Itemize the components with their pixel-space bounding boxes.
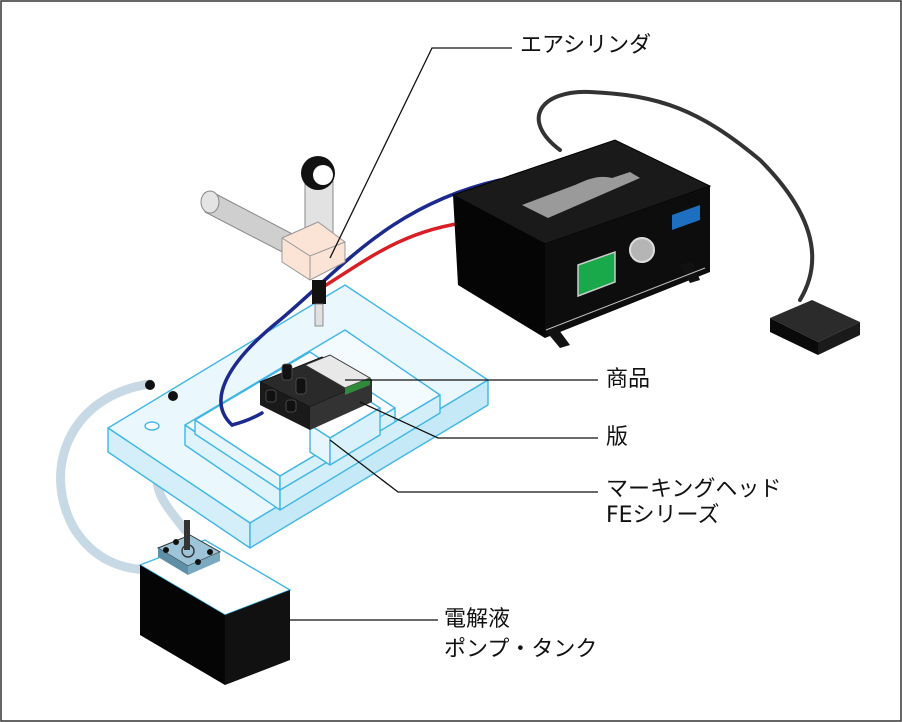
hose-fittings	[145, 380, 178, 401]
label-air-cylinder: エアシリンダ	[520, 33, 652, 58]
label-electrolyte: 電解液	[444, 607, 511, 632]
label-marking-head: マーキングヘッド	[606, 477, 782, 502]
label-plate: 版	[606, 425, 629, 450]
power-cables	[219, 178, 502, 427]
pump-tank	[138, 520, 292, 685]
label-fe-series: FEシリーズ	[606, 503, 720, 528]
label-product: 商品	[606, 367, 651, 392]
marking-controller	[451, 89, 815, 348]
leader-lines	[290, 47, 598, 621]
air-cylinder	[200, 156, 346, 327]
label-pump-tank: ポンプ・タンク	[444, 637, 598, 662]
foot-pedal	[770, 300, 860, 355]
